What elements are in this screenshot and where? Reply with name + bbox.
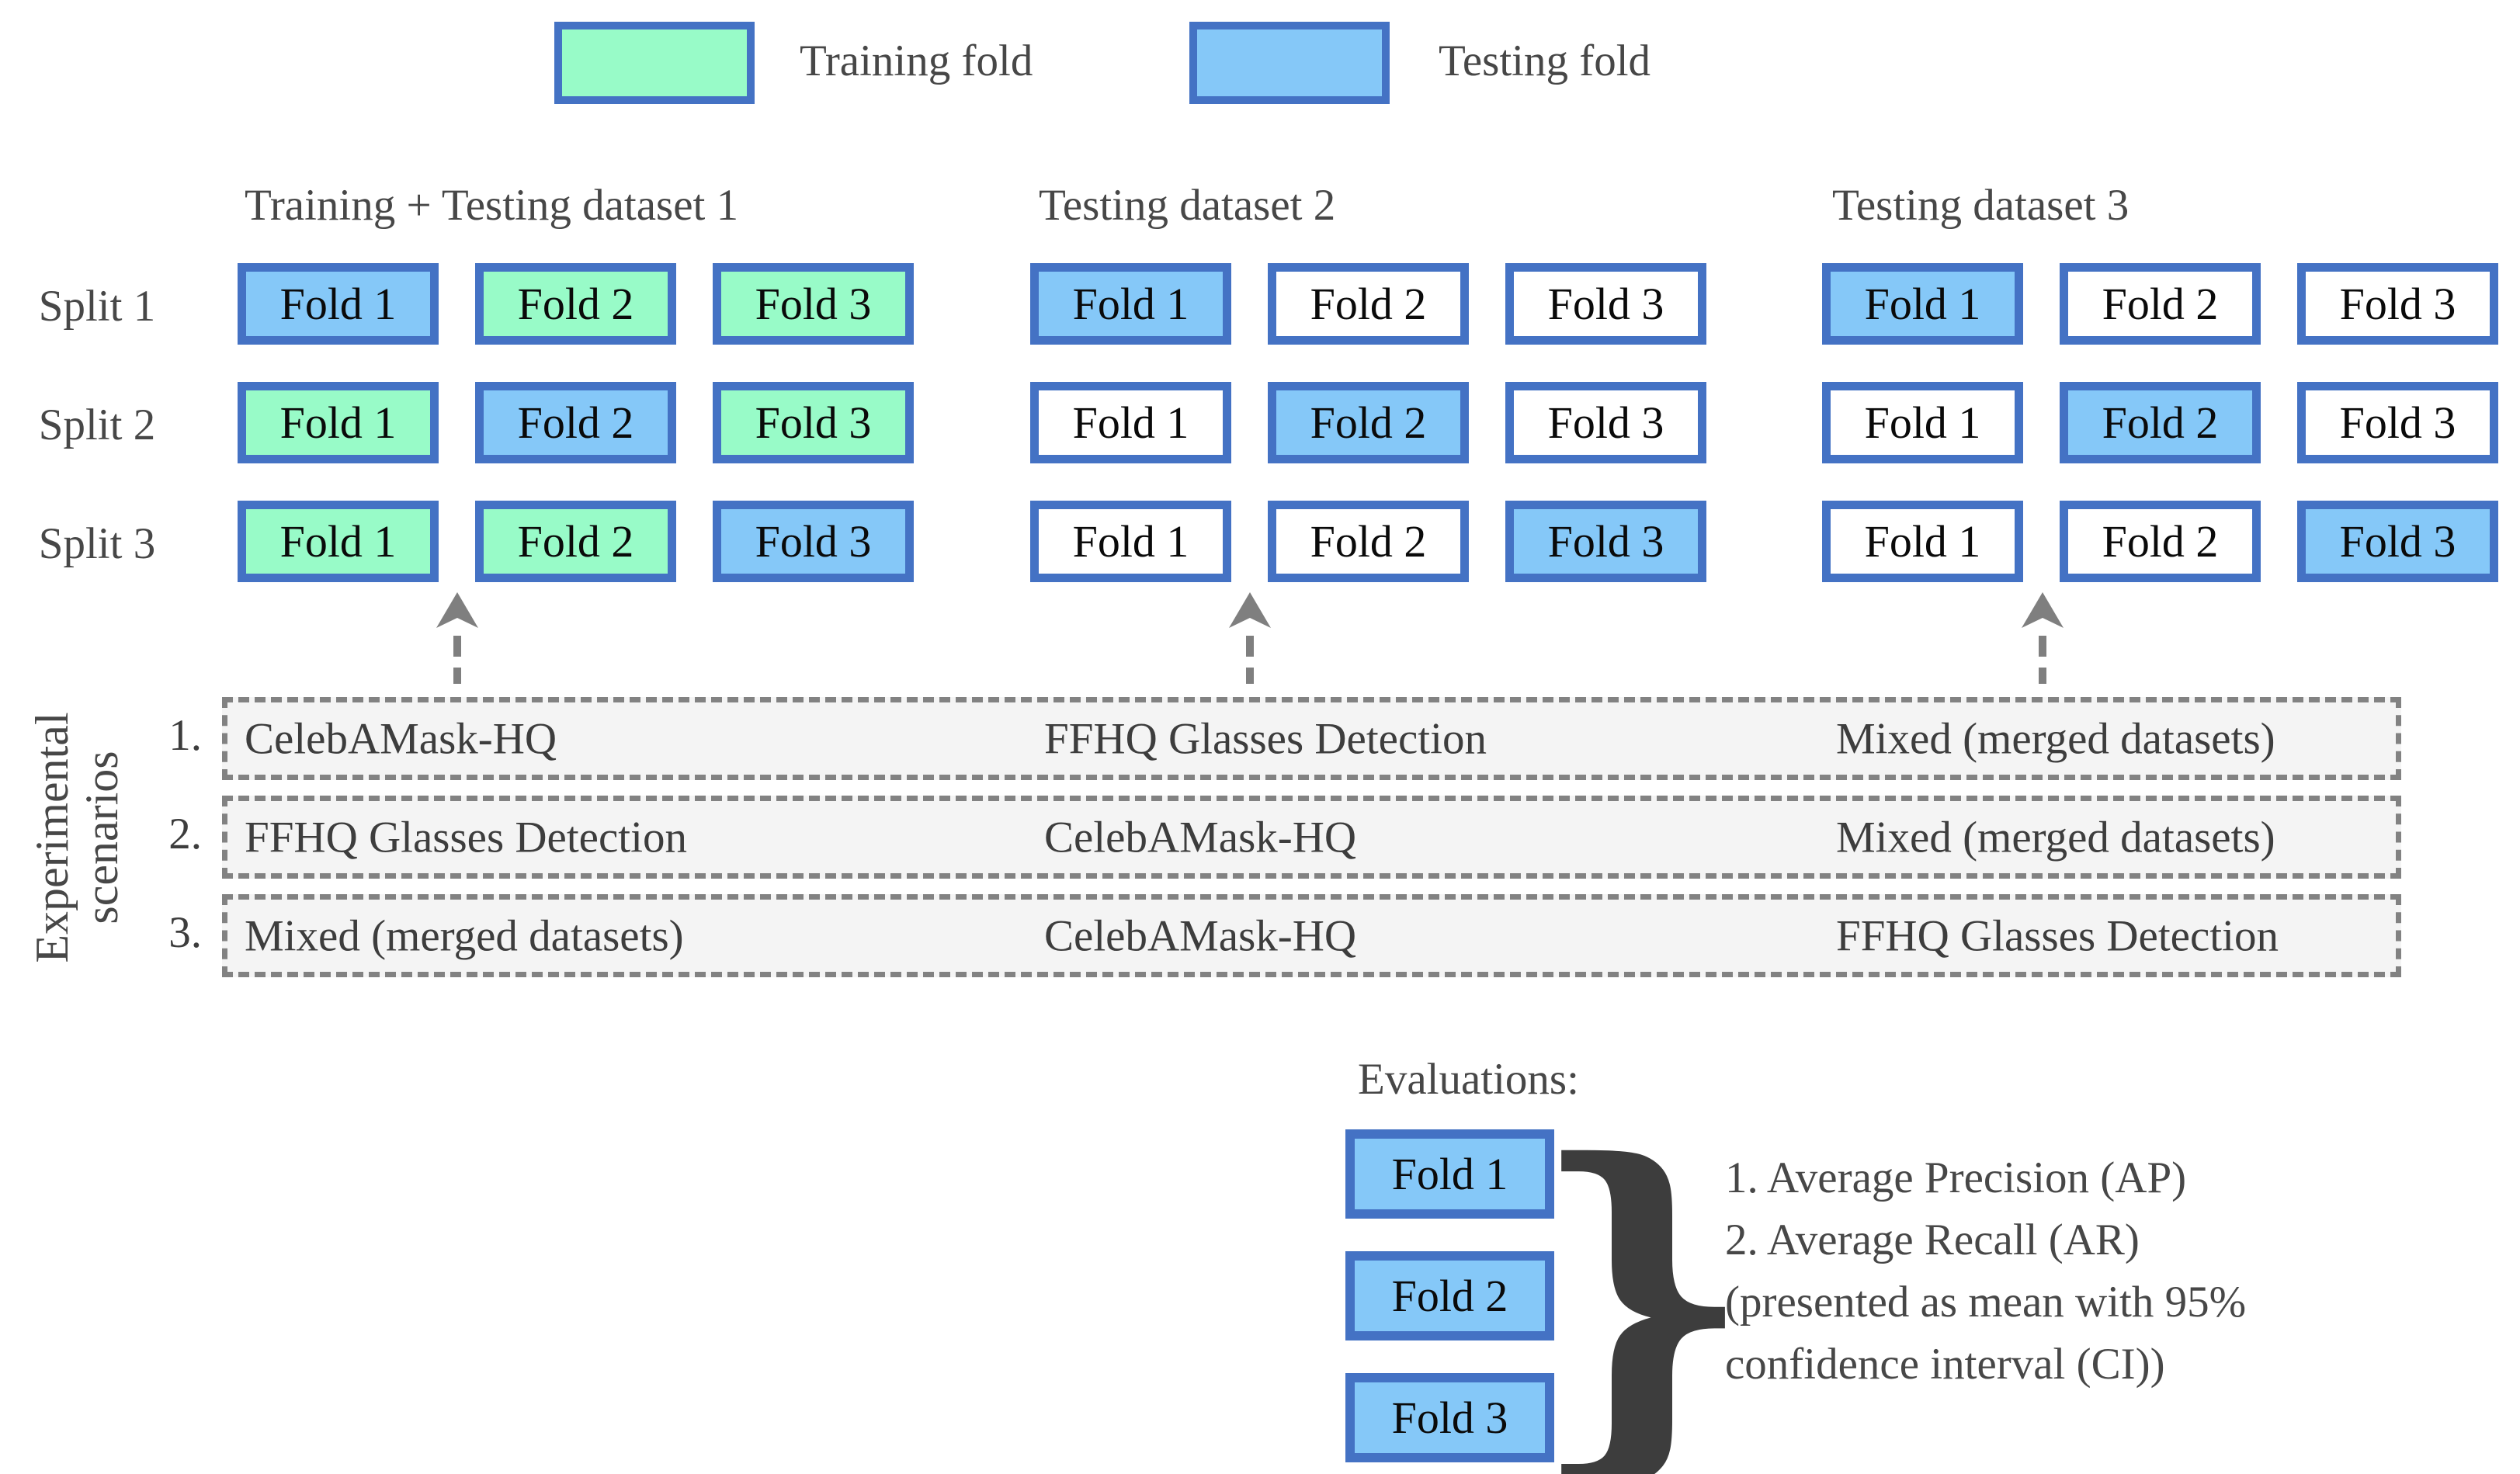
fold-box: Fold 1	[1030, 382, 1231, 463]
fold-box: Fold 3	[713, 263, 914, 345]
evaluation-fold-box: Fold 3	[1345, 1373, 1554, 1462]
scenario-cell-dataset-3: Mixed (merged datasets)	[1836, 714, 2275, 763]
testing-fold-swatch	[1189, 22, 1390, 104]
split-2-label: Split 2	[38, 401, 156, 449]
experimental-scenarios-axis-label: Experimental scenarios	[26, 659, 128, 1016]
split-3-label: Split 3	[38, 519, 156, 568]
fold-box: Fold 2	[1268, 382, 1469, 463]
scenario-row-2: FFHQ Glasses Detection CelebAMask-HQ Mix…	[222, 796, 2401, 879]
fold-box: Fold 3	[1505, 263, 1706, 345]
fold-box: Fold 3	[1505, 501, 1706, 582]
fold-box: Fold 1	[1822, 501, 2023, 582]
scenario-cell-dataset-2: FFHQ Glasses Detection	[1044, 714, 1487, 763]
scenario-cell-dataset-3: Mixed (merged datasets)	[1836, 813, 2275, 862]
dataset-1-title: Training + Testing dataset 1	[245, 181, 739, 230]
scenario-cell-dataset-1: CelebAMask-HQ	[245, 714, 557, 763]
scenario-number: 2.	[168, 810, 202, 858]
evaluation-note-line: 2. Average Recall (AR)	[1725, 1216, 2140, 1264]
scenario-number: 3.	[168, 908, 202, 957]
fold-box: Fold 3	[2297, 382, 2498, 463]
fold-box: Fold 1	[1822, 382, 2023, 463]
fold-box: Fold 2	[475, 501, 676, 582]
fold-box: Fold 2	[475, 263, 676, 345]
scenario-cell-dataset-1: FFHQ Glasses Detection	[245, 813, 687, 862]
fold-box: Fold 1	[238, 263, 439, 345]
dataset-3-title: Testing dataset 3	[1832, 181, 2130, 230]
up-arrow-icon	[436, 592, 478, 684]
evaluations-title: Evaluations:	[1358, 1055, 1579, 1104]
evaluation-note-line: confidence interval (CI))	[1725, 1340, 2165, 1389]
fold-box: Fold 2	[1268, 501, 1469, 582]
dataset-3-fold-grid: Fold 1 Fold 2 Fold 3 Fold 1 Fold 2 Fold …	[1822, 263, 2498, 582]
fold-box: Fold 3	[713, 501, 914, 582]
evaluation-note-line: 1. Average Precision (AP)	[1725, 1153, 2187, 1202]
fold-box: Fold 2	[1268, 263, 1469, 345]
evaluation-notes: 1. Average Precision (AP) 2. Average Rec…	[1725, 1147, 2246, 1396]
scenario-row-3: Mixed (merged datasets) CelebAMask-HQ FF…	[222, 894, 2401, 977]
fold-box: Fold 3	[2297, 263, 2498, 345]
fold-box: Fold 3	[713, 382, 914, 463]
scenario-row-1: CelebAMask-HQ FFHQ Glasses Detection Mix…	[222, 697, 2401, 780]
testing-fold-legend-label: Testing fold	[1439, 36, 1651, 85]
fold-box: Fold 3	[2297, 501, 2498, 582]
scenario-cell-dataset-1: Mixed (merged datasets)	[245, 911, 684, 960]
fold-box: Fold 2	[2060, 501, 2261, 582]
evaluation-note-line: (presented as mean with 95%	[1725, 1278, 2247, 1327]
scenario-cell-dataset-2: CelebAMask-HQ	[1044, 911, 1357, 960]
fold-box: Fold 1	[238, 382, 439, 463]
split-1-label: Split 1	[38, 282, 156, 331]
scenario-number: 1.	[168, 711, 202, 760]
fold-box: Fold 1	[1822, 263, 2023, 345]
fold-box: Fold 1	[1030, 501, 1231, 582]
dataset-2-fold-grid: Fold 1 Fold 2 Fold 3 Fold 1 Fold 2 Fold …	[1030, 263, 1706, 582]
evaluation-fold-box: Fold 1	[1345, 1129, 1554, 1219]
up-arrow-icon	[2022, 592, 2064, 684]
fold-box: Fold 1	[1030, 263, 1231, 345]
training-fold-swatch	[554, 22, 755, 104]
training-fold-legend-label: Training fold	[800, 36, 1033, 85]
curly-brace: }	[1529, 1085, 1755, 1474]
dataset-2-title: Testing dataset 2	[1039, 181, 1336, 230]
fold-box: Fold 2	[2060, 263, 2261, 345]
axis-label-line-1: Experimental	[26, 712, 78, 963]
fold-box: Fold 3	[1505, 382, 1706, 463]
fold-box: Fold 2	[2060, 382, 2261, 463]
evaluation-fold-box: Fold 2	[1345, 1251, 1554, 1340]
up-arrow-icon	[1229, 592, 1271, 684]
fold-box: Fold 1	[238, 501, 439, 582]
dataset-1-fold-grid: Fold 1 Fold 2 Fold 3 Fold 1 Fold 2 Fold …	[238, 263, 914, 582]
scenario-cell-dataset-2: CelebAMask-HQ	[1044, 813, 1357, 862]
fold-box: Fold 2	[475, 382, 676, 463]
scenario-cell-dataset-3: FFHQ Glasses Detection	[1836, 911, 2279, 960]
